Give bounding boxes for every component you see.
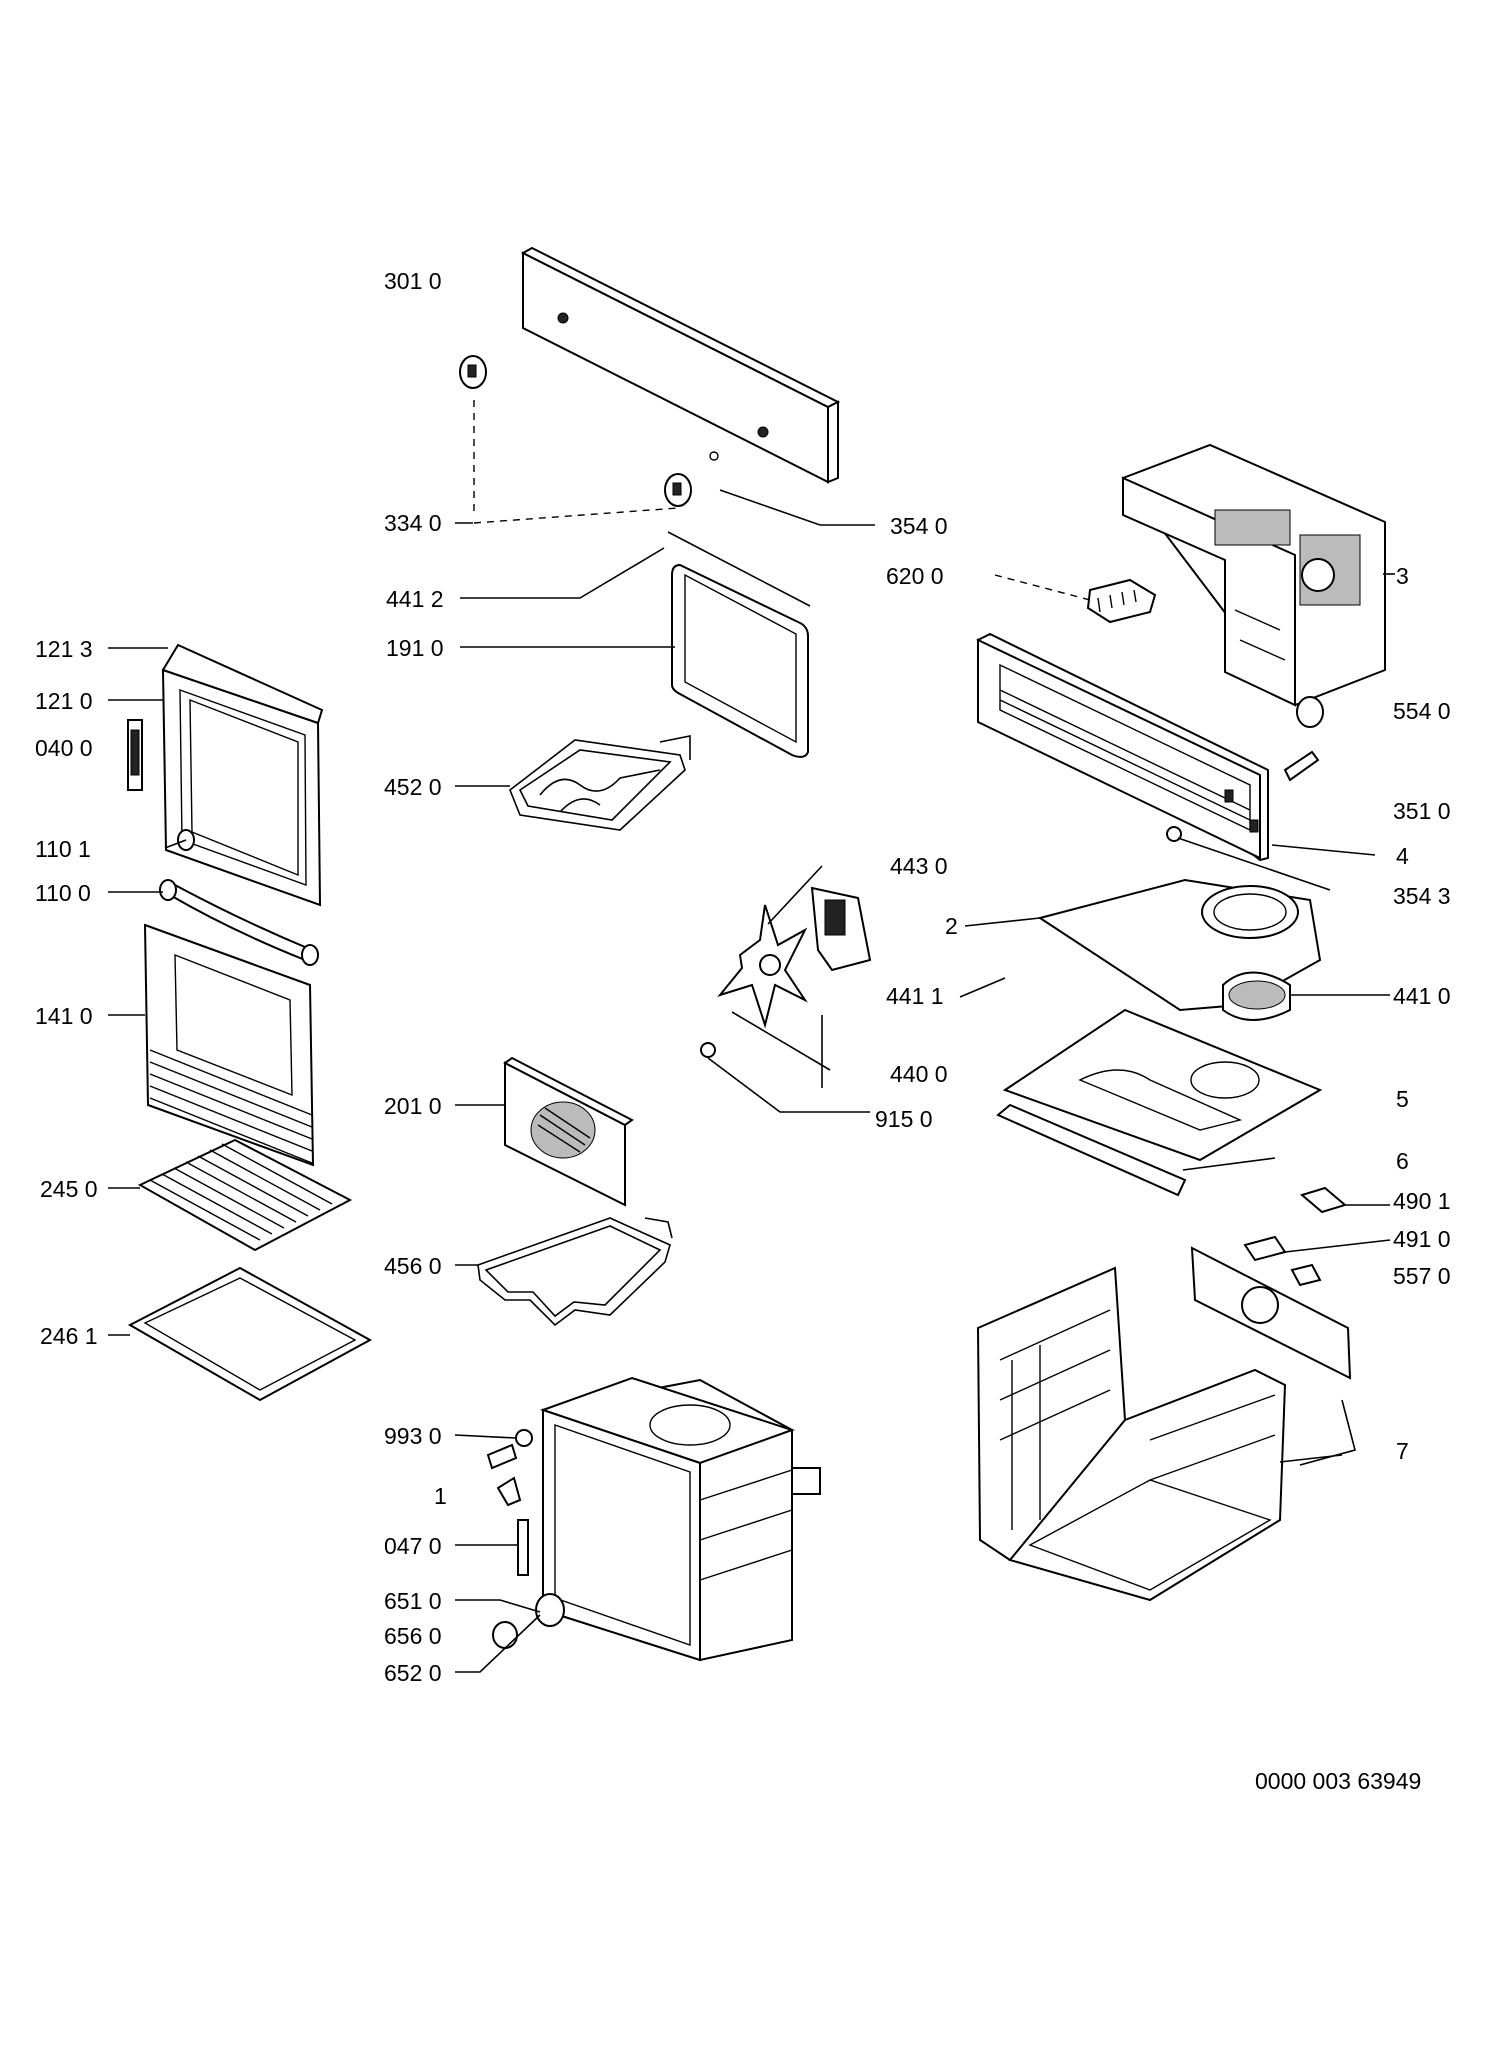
part-label-201-0: 201 0 — [384, 1093, 442, 1119]
part-label-443-0: 443 0 — [890, 853, 948, 879]
part-label-452-0: 452 0 — [384, 774, 442, 800]
part-label-110-0: 110 0 — [35, 880, 91, 906]
oven-cavity-part — [539, 1376, 821, 1662]
cooling-fan-part — [1222, 971, 1291, 1021]
part-label-651-0: 651 0 — [384, 1588, 442, 1614]
air-duct-part — [996, 1008, 1323, 1197]
control-panel-part — [520, 246, 841, 484]
part-label-6: 6 — [1396, 1148, 1409, 1174]
part-label-040-0: 040 0 — [35, 735, 93, 761]
document-id: 0000 003 63949 — [1255, 1768, 1422, 1794]
gasket-wire-part — [667, 531, 811, 607]
part-label-121-3: 121 3 — [35, 636, 93, 662]
fan-cover-part — [503, 1056, 634, 1207]
part-label-1: 1 — [434, 1483, 447, 1509]
part-label-301-0: 301 0 — [384, 268, 442, 294]
bottom-heating-element-part — [477, 1217, 673, 1327]
fan-motor-assembly-part — [700, 886, 872, 1058]
part-label-141-0: 141 0 — [35, 1003, 93, 1029]
part-label-490-1: 490 1 — [1393, 1188, 1451, 1214]
cavity-hardware-part — [486, 1429, 565, 1649]
part-label-441-2: 441 2 — [386, 586, 444, 612]
rear-electronics-housing-part — [1121, 443, 1386, 707]
part-label-351-0: 351 0 — [1393, 798, 1451, 824]
part-label-441-0: 441 0 — [1393, 983, 1451, 1009]
part-label-354-0: 354 0 — [890, 513, 948, 539]
door-handle-part — [159, 829, 319, 966]
part-label-7: 7 — [1396, 1438, 1409, 1464]
part-label-110-1: 110 1 — [35, 836, 91, 862]
part-label-456-0: 456 0 — [384, 1253, 442, 1279]
grill-element-part — [509, 735, 691, 831]
oven-rack-part — [137, 1138, 353, 1252]
part-label-047-0: 047 0 — [384, 1533, 442, 1559]
control-knob-part — [459, 355, 692, 507]
connector-block-part — [1086, 578, 1157, 624]
part-label-656-0: 656 0 — [384, 1623, 442, 1649]
part-label-191-0: 191 0 — [386, 635, 444, 661]
part-label-440-0: 440 0 — [890, 1061, 948, 1087]
part-label-245-0: 245 0 — [40, 1176, 98, 1202]
part-label-557-0: 557 0 — [1393, 1263, 1451, 1289]
small-brackets-part — [1243, 1186, 1348, 1287]
part-label-652-0: 652 0 — [384, 1660, 442, 1686]
part-label-993-0: 993 0 — [384, 1423, 442, 1449]
baking-tray-part — [127, 1266, 373, 1402]
door-inner-frame-part — [161, 643, 324, 907]
part-label-3: 3 — [1396, 563, 1409, 589]
part-label-334-0: 334 0 — [384, 510, 442, 536]
part-label-246-1: 246 1 — [40, 1323, 98, 1349]
part-label-2: 2 — [945, 913, 958, 939]
front-frame-part — [976, 632, 1269, 862]
part-label-620-0: 620 0 — [886, 563, 944, 589]
part-label-121-0: 121 0 — [35, 688, 93, 714]
part-label-354-3: 354 3 — [1393, 883, 1451, 909]
part-label-4: 4 — [1396, 843, 1409, 869]
thermostat-part — [1283, 696, 1324, 782]
part-label-441-1: 441 1 — [886, 983, 944, 1009]
outer-door-glass-part — [143, 923, 315, 1167]
part-label-554-0: 554 0 — [1393, 698, 1451, 724]
glass-pane-part — [671, 563, 809, 758]
part-label-915-0: 915 0 — [875, 1106, 933, 1132]
door-hinge-part — [127, 719, 143, 791]
part-label-5: 5 — [1396, 1086, 1409, 1112]
housing-body-part — [976, 1246, 1352, 1602]
part-label-491-0: 491 0 — [1393, 1226, 1451, 1252]
